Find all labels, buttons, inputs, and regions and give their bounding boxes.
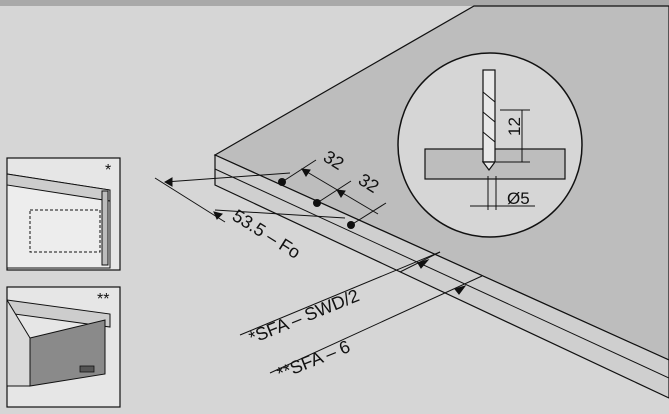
drill-bit xyxy=(482,69,496,163)
inset-marker-double: ** xyxy=(97,291,109,308)
spacing-dimensions xyxy=(281,159,387,226)
panel-edge-line xyxy=(214,168,669,379)
drill-depth-label: 12 xyxy=(505,117,524,136)
inset-single-star: * xyxy=(6,157,121,271)
sfa-6-label: **SFA – 6 xyxy=(274,336,353,383)
drill-diameter-label: Ø5 xyxy=(507,189,530,208)
offset-dimension xyxy=(154,172,346,223)
panel-front-edge xyxy=(214,154,669,399)
inset-double-star: ** xyxy=(6,286,121,408)
inset-marker-single: * xyxy=(105,162,111,179)
top-strip xyxy=(0,0,669,6)
sfa-reference-lines xyxy=(239,251,483,374)
drill-detail: 12 Ø5 xyxy=(397,52,583,238)
